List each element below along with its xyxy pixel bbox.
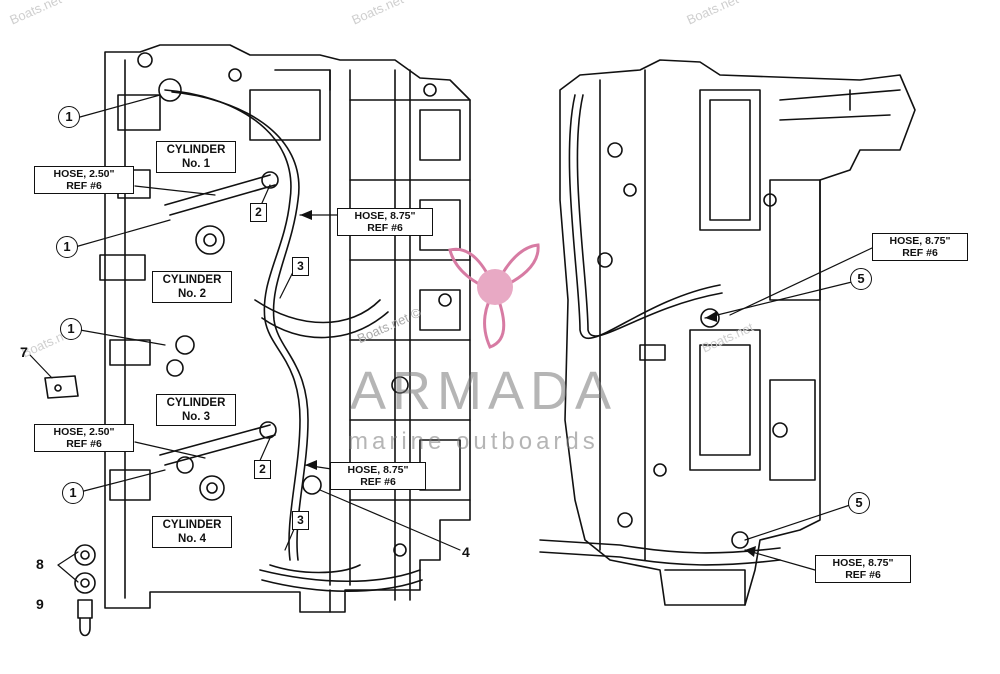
callout-1: 1 bbox=[58, 106, 80, 128]
hose-label: HOSE, 2.50"REF #6 bbox=[34, 166, 134, 194]
loose-parts bbox=[44, 375, 96, 637]
callout-9: 9 bbox=[36, 596, 44, 612]
callout-5: 5 bbox=[850, 268, 872, 290]
right-engine-block bbox=[539, 59, 916, 606]
callout-3: 3 bbox=[292, 257, 309, 276]
callout-5: 5 bbox=[848, 492, 870, 514]
callout-1: 1 bbox=[62, 482, 84, 504]
hose-label: HOSE, 8.75"REF #6 bbox=[815, 555, 911, 583]
brand-tagline: marine outboards bbox=[348, 428, 599, 455]
callout-1: 1 bbox=[60, 318, 82, 340]
brand-name: ARMADA bbox=[350, 361, 618, 421]
callout-4: 4 bbox=[462, 544, 470, 560]
callout-2: 2 bbox=[250, 203, 267, 222]
hose-label: HOSE, 8.75"REF #6 bbox=[872, 233, 968, 261]
hose-label: HOSE, 2.50"REF #6 bbox=[34, 424, 134, 452]
callout-7: 7 bbox=[20, 344, 28, 360]
callout-8: 8 bbox=[36, 556, 44, 572]
callout-2: 2 bbox=[254, 460, 271, 479]
callout-1: 1 bbox=[56, 236, 78, 258]
armada-logo-icon bbox=[448, 243, 540, 349]
arrowheads bbox=[300, 210, 756, 557]
callout-3: 3 bbox=[292, 511, 309, 530]
hose-label: HOSE, 8.75"REF #6 bbox=[337, 208, 433, 236]
hose-label: HOSE, 8.75"REF #6 bbox=[330, 462, 426, 490]
